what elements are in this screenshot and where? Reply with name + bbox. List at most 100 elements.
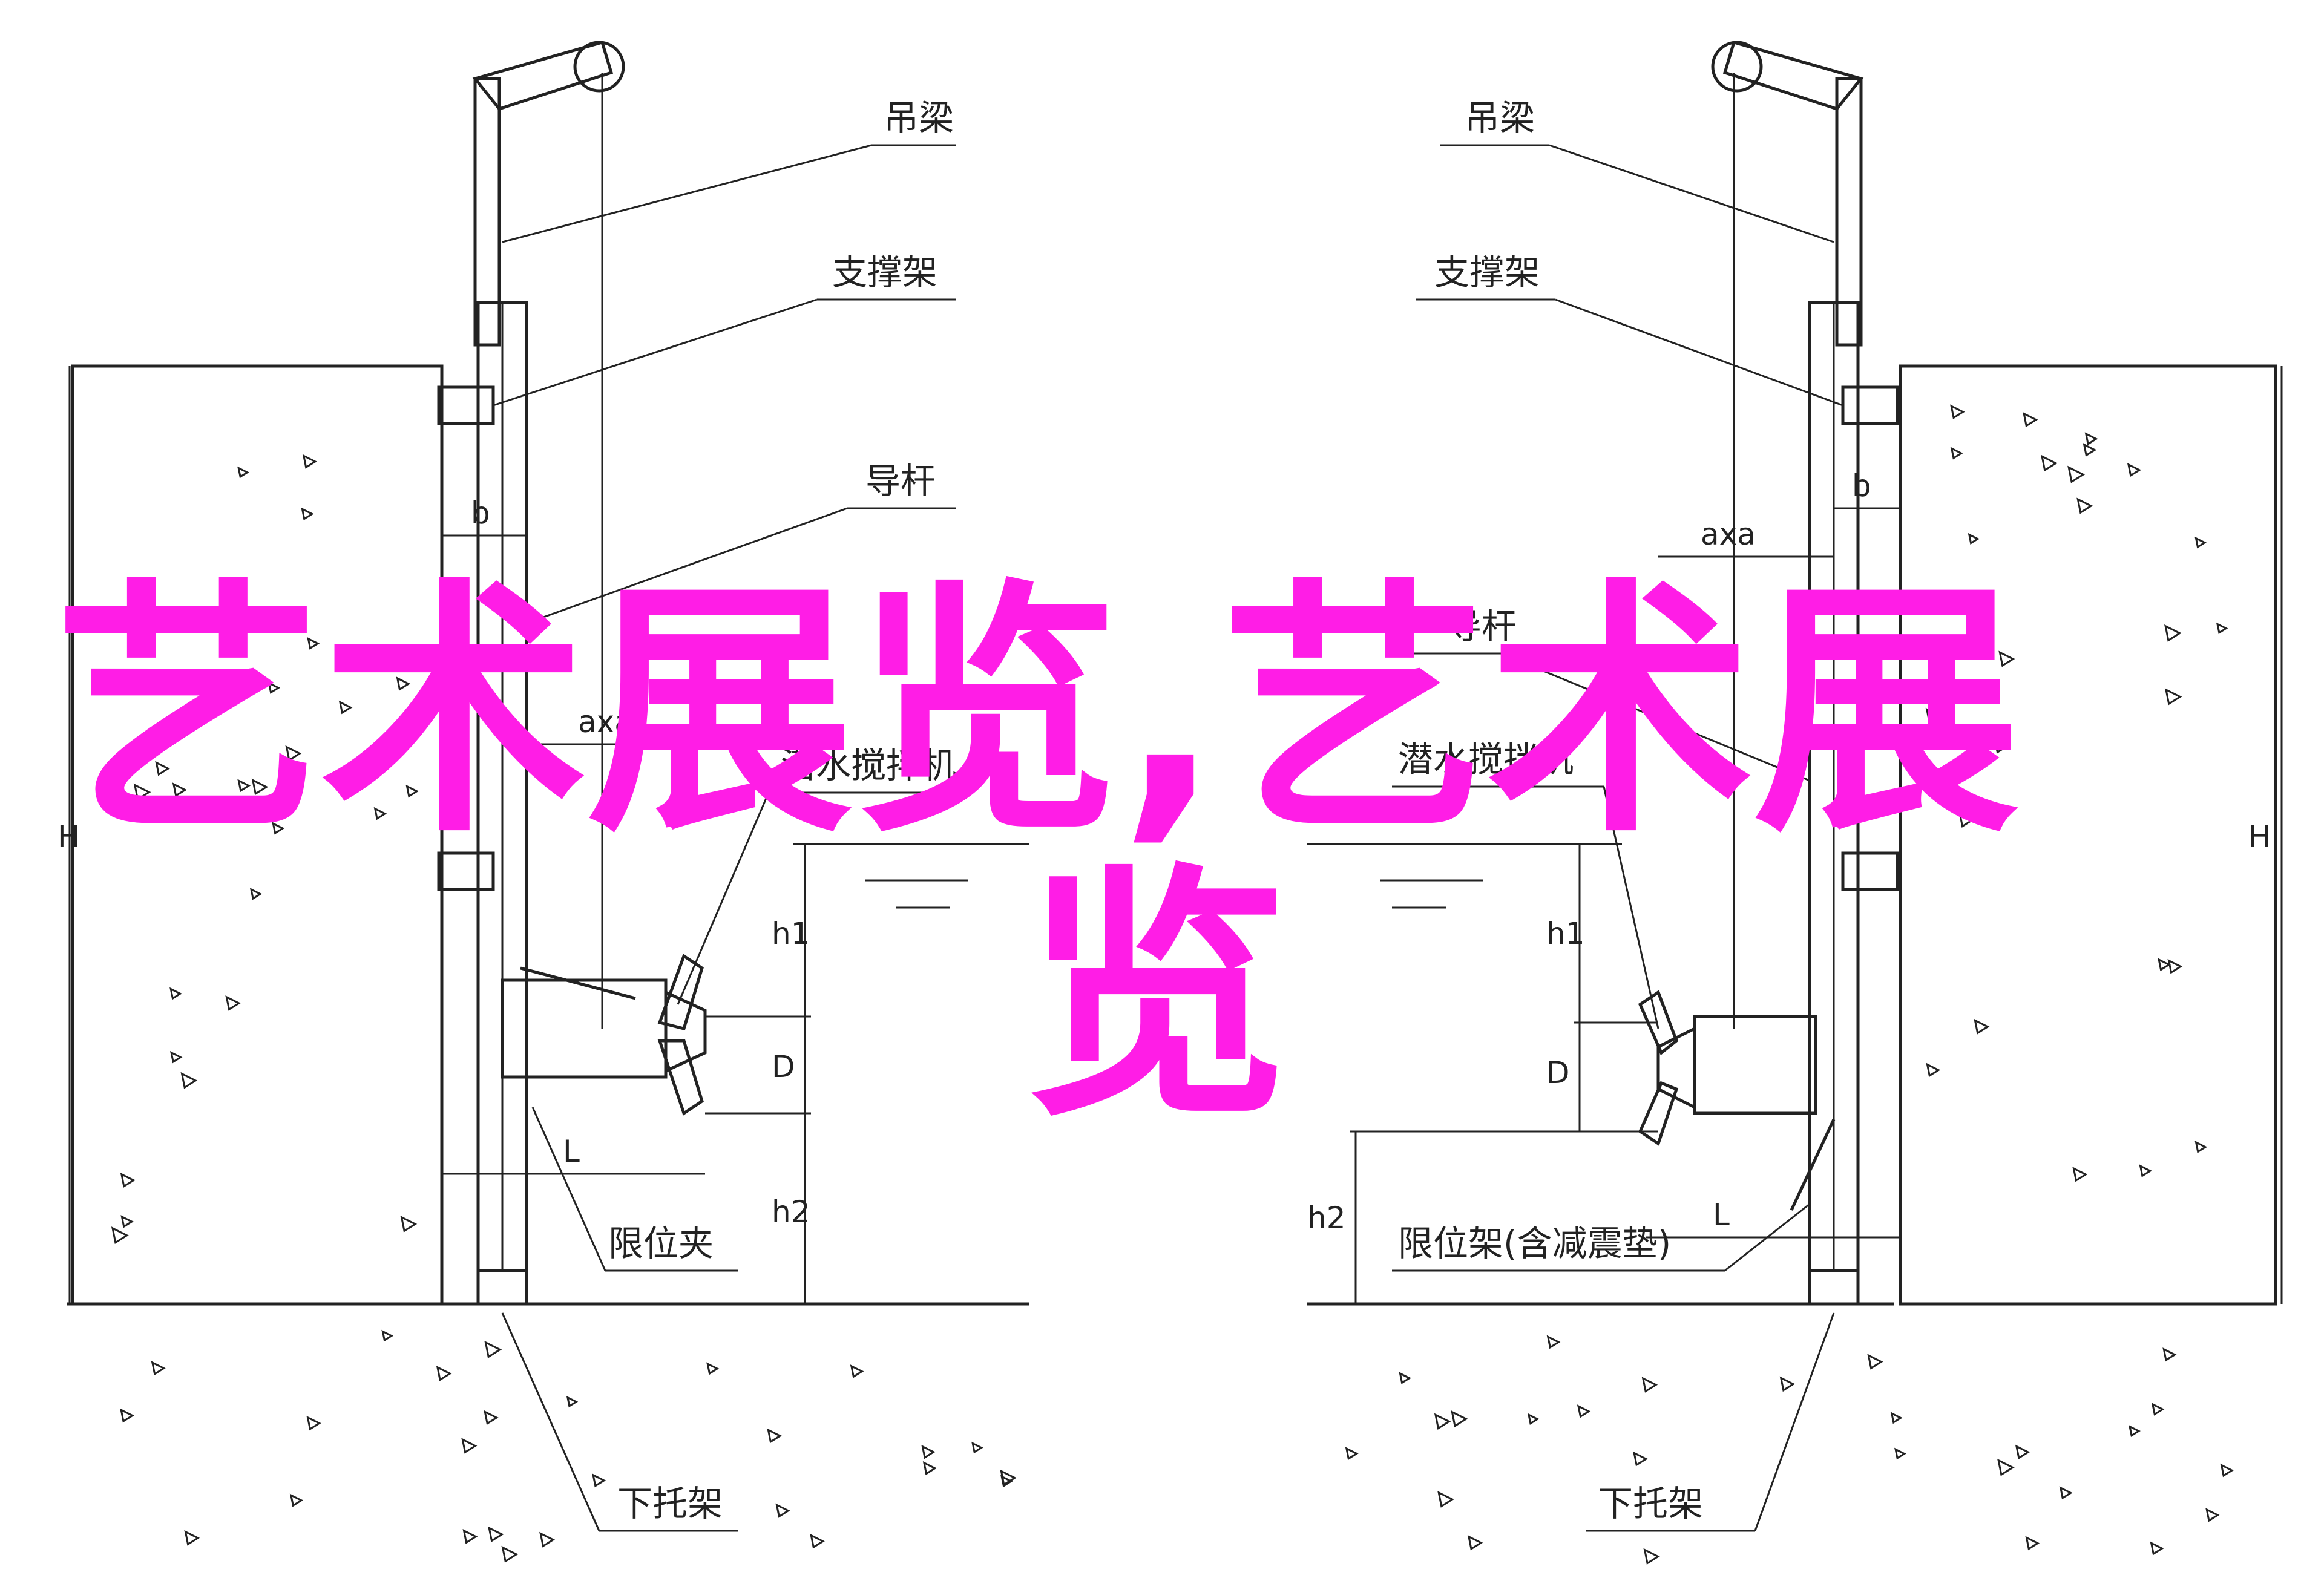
speckle-mark xyxy=(307,637,320,650)
left-label-guide: 导杆 xyxy=(865,460,936,502)
speckle-mark xyxy=(1633,1451,1648,1467)
right-bottom-bracket xyxy=(1808,1269,1860,1306)
speckle-mark xyxy=(2076,497,2093,514)
speckle-mark xyxy=(1998,650,2015,667)
speckle-mark xyxy=(850,1364,864,1378)
speckle-mark xyxy=(922,1461,937,1476)
speckle-mark xyxy=(1894,1447,1906,1460)
right-mixer-arm xyxy=(1790,1118,1836,1211)
speckle-mark xyxy=(1437,1491,1454,1508)
speckle-mark xyxy=(120,1215,134,1228)
speckle-mark xyxy=(2167,958,2183,974)
speckle-mark xyxy=(133,783,151,801)
speckle-mark xyxy=(2164,624,2182,642)
left-dim-h1: h1 xyxy=(772,916,810,951)
speckle-mark xyxy=(2083,443,2097,457)
right-dim-h2: h2 xyxy=(1307,1200,1346,1236)
speckle-mark xyxy=(484,1340,502,1358)
left-mixer-arm xyxy=(520,966,636,1000)
overlay-title-line1: 艺术展览,艺术展 xyxy=(54,558,2020,868)
speckle-mark xyxy=(484,1410,499,1426)
speckle-mark xyxy=(2023,411,2038,428)
left-installation: b axa H h1 D h2 L 吊梁 支撑架 导杆 潜水搅拌机 限位夹 下托… xyxy=(57,40,1029,1532)
right-dim-L: L xyxy=(1713,1197,1730,1233)
left-bottom-bracket xyxy=(476,1269,528,1306)
right-hoist-beam xyxy=(1722,40,1864,111)
speckle-mark xyxy=(462,1529,478,1544)
speckle-mark xyxy=(566,1395,579,1408)
speckle-mark xyxy=(1643,1548,1660,1565)
right-label-guide: 导杆 xyxy=(1446,606,1517,647)
right-dim-axa: axa xyxy=(1701,517,1756,552)
speckle-mark xyxy=(1546,1335,1561,1349)
speckle-mark xyxy=(2150,1541,2164,1556)
right-mixer-body xyxy=(1693,1015,1817,1115)
left-dim-axa: axa xyxy=(578,704,633,739)
speckle-mark xyxy=(373,807,387,820)
speckle-mark xyxy=(2128,1424,2141,1437)
speckle-mark xyxy=(111,1226,129,1245)
speckle-mark xyxy=(1950,447,1963,460)
speckle-mark xyxy=(810,1533,825,1549)
speckle-mark xyxy=(184,1530,200,1546)
speckle-mark xyxy=(2084,432,2098,446)
speckle-mark xyxy=(2162,1347,2177,1362)
speckle-mark xyxy=(2194,1141,2208,1153)
speckle-mark xyxy=(1527,1413,1540,1425)
left-support-bracket-2 xyxy=(437,851,495,891)
speckle-mark xyxy=(461,1438,478,1454)
speckle-mark xyxy=(1000,1475,1013,1488)
left-leader-bottom xyxy=(501,1312,600,1531)
speckle-mark xyxy=(396,676,411,691)
left-hoist-pole xyxy=(473,77,501,347)
right-installation: b axa H h1 D h2 L 吊梁 支撑架 导杆 潜水搅拌机 限位架(含减… xyxy=(1307,40,2283,1532)
right-leader-mixer xyxy=(1603,786,1659,1029)
right-label-bottom: 下托架 xyxy=(1598,1483,1703,1524)
speckle-mark xyxy=(302,454,317,469)
right-leader-beam xyxy=(1549,144,1834,243)
speckle-mark xyxy=(2216,622,2228,635)
speckle-mark xyxy=(120,1173,136,1188)
speckle-mark xyxy=(172,782,187,797)
speckle-mark xyxy=(1950,404,1965,419)
speckle-mark xyxy=(2194,536,2207,549)
speckle-mark xyxy=(301,507,314,520)
speckle-mark xyxy=(225,640,241,657)
left-leader-support xyxy=(493,298,818,407)
speckle-mark xyxy=(400,1216,418,1233)
speckle-mark xyxy=(1925,707,1941,723)
speckle-mark xyxy=(436,1366,452,1381)
speckle-mark xyxy=(2041,454,2058,472)
right-leader-guide xyxy=(1500,652,1810,782)
speckle-mark xyxy=(1974,1018,1990,1035)
speckle-mark xyxy=(2059,1486,2073,1500)
left-label-beam: 吊梁 xyxy=(884,97,954,139)
speckle-mark xyxy=(592,1473,606,1488)
left-mixer-blade-up xyxy=(657,954,704,1031)
left-label-support: 支撑架 xyxy=(832,252,937,293)
speckle-mark xyxy=(501,1545,519,1563)
right-leader-bottom xyxy=(1754,1312,1835,1531)
speckle-mark xyxy=(180,1072,198,1089)
right-dim-D: D xyxy=(1546,1055,1570,1090)
left-pulley xyxy=(573,41,625,93)
speckle-mark xyxy=(1577,1404,1591,1418)
speckle-mark xyxy=(237,779,251,793)
speckle-mark xyxy=(2158,958,2171,972)
speckle-mark xyxy=(488,1526,504,1542)
right-pulley xyxy=(1711,41,1763,93)
speckle-mark xyxy=(155,761,170,776)
speckle-mark xyxy=(1641,1377,1658,1393)
left-label-bottom: 下托架 xyxy=(617,1483,723,1524)
speckle-mark xyxy=(1958,813,1974,828)
speckle-mark xyxy=(2220,1463,2234,1478)
speckle-mark xyxy=(1434,1413,1451,1430)
right-hoist-pole xyxy=(1835,77,1863,347)
right-leader-limiter xyxy=(1724,1203,1810,1272)
right-leader-support xyxy=(1555,298,1843,407)
speckle-mark xyxy=(338,700,353,715)
left-hoist-beam xyxy=(472,40,614,111)
left-label-limiter: 限位夹 xyxy=(608,1223,714,1264)
speckle-mark xyxy=(1867,1354,1883,1370)
